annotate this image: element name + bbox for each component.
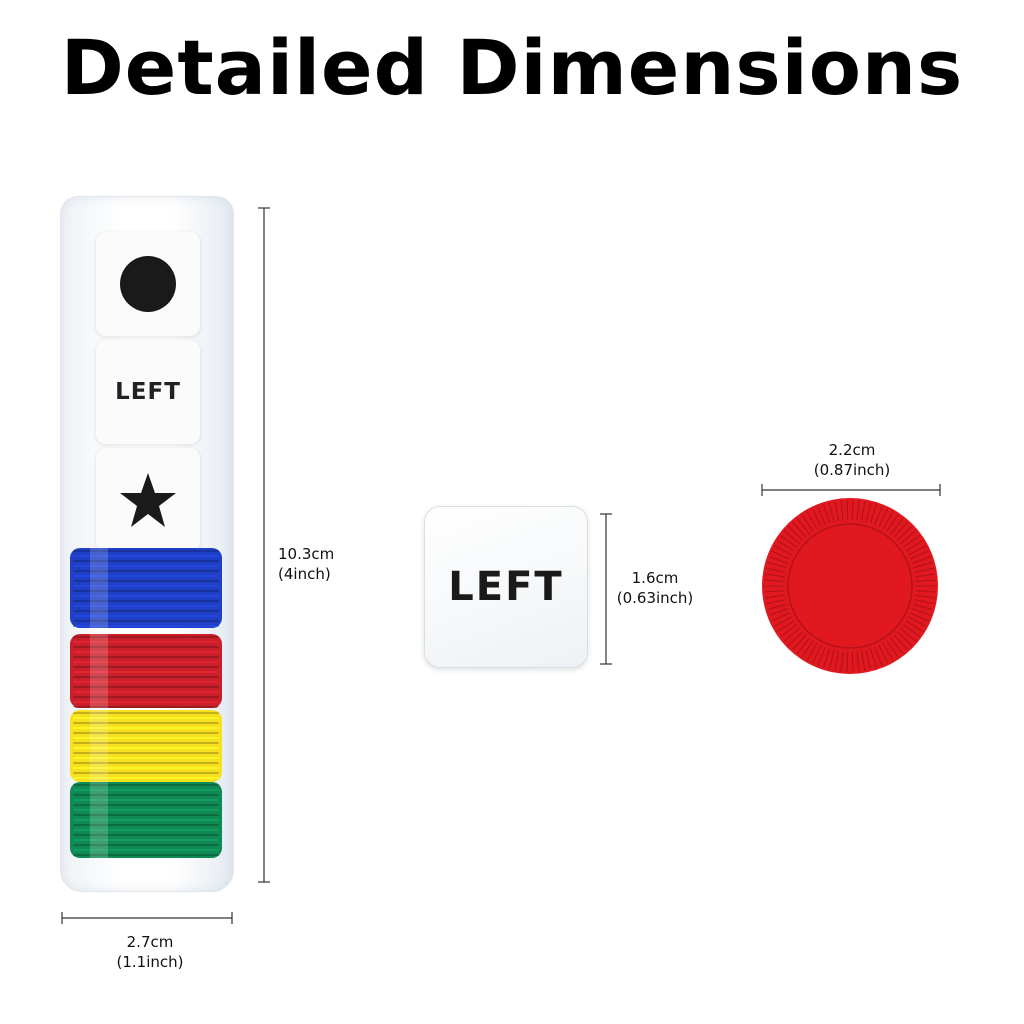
- tube-width-label: 2.7cm (1.1inch): [116, 933, 184, 972]
- page-title: Detailed Dimensions: [60, 23, 964, 112]
- tube-die-label: LEFT: [115, 379, 181, 405]
- star-icon: [120, 473, 176, 527]
- tube-width-dimension-line: [61, 912, 233, 924]
- chip-diameter-label: 2.2cm (0.87inch): [813, 441, 891, 480]
- die-size-dimension-line: [600, 513, 612, 665]
- tube-height-dimension-line: [258, 207, 270, 883]
- red-chip: [762, 498, 938, 674]
- chip-stack-green: [70, 782, 222, 858]
- chip-diameter-dimension-line: [761, 484, 941, 496]
- tube-die-dot-face: [96, 232, 200, 336]
- die-size-label: 1.6cm (0.63inch): [616, 569, 694, 608]
- tube-height-label: 10.3cm (4inch): [278, 545, 335, 584]
- tube-die-star-face: [96, 448, 200, 552]
- chip-stack-blue: [70, 548, 222, 628]
- chip-stack-red: [70, 634, 222, 708]
- single-die: LEFT: [424, 506, 588, 668]
- chip-stack-yellow: [70, 710, 222, 782]
- dot-icon: [120, 256, 176, 312]
- die-face-label: LEFT: [448, 564, 564, 610]
- tube-die-left-face: LEFT: [96, 340, 200, 444]
